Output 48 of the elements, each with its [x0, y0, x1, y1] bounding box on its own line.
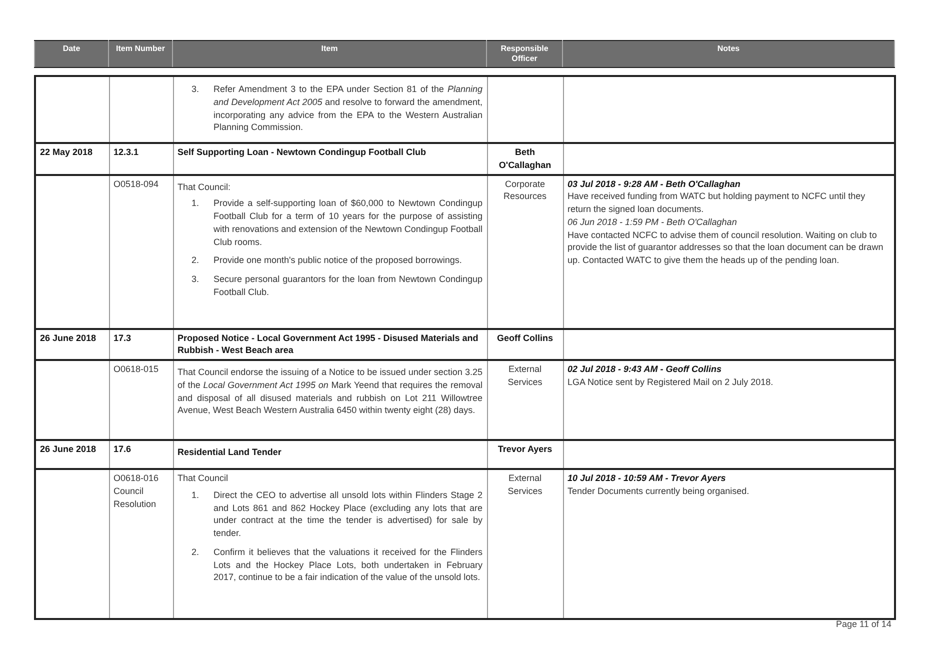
resolution-text: That Council endorse the issuing of a Notice to be issued under section 3.25 of the Local Government Act 1995 on Mark Yeend that requires the removal and disposal of all disused materials and rubbish on Lot 211 Willowtree Avenue, West Beach Western Australia 6450 within twenty eight (28) days. — [178, 366, 482, 418]
officer-name: Geoff Collins — [496, 332, 554, 344]
officer-name: Beth O'Callaghan — [498, 146, 552, 172]
resolution-number: O0618-015 — [114, 363, 160, 376]
list-number: 3. — [190, 83, 200, 96]
page-number: Page 11 of 14 — [836, 619, 892, 629]
resolution-text: Refer Amendment 3 to the EPA under Section 81 of the Planning and Development Act 2005 and resolve to forward the amendment, incorporating any advice from the EPA to the Western Australian Planning Commission. — [214, 83, 482, 134]
item-title: Proposed Notice - Local Government Act 1995 - Disused Materials and Rubbish - West Beach area — [178, 332, 480, 358]
list-number: 1. — [190, 197, 200, 210]
item-number: 12.3.1 — [114, 146, 140, 159]
note-heading: 10 Jul 2018 - 10:59 AM - Trevor Ayers — [568, 472, 727, 485]
list-number: 2. — [190, 254, 200, 268]
item-number: 17.3 — [114, 332, 132, 344]
resolution-text: That Council — [178, 472, 230, 485]
note-text: Have contacted NCFC to advise them of council resolution. Waiting on club to provide the list of guarantor addresses so that the loan document can be drawn up. Contacted WATC to give them the heads up of the pending loan. — [568, 228, 884, 267]
meeting-date: 26 June 2018 — [40, 443, 98, 456]
column-header: Item Number — [108, 40, 172, 68]
meeting-date: 26 June 2018 — [40, 332, 98, 344]
resolution-text: Provide one month's public notice of the proposed borrowings. — [214, 254, 462, 268]
column-header: Item — [172, 40, 486, 68]
department-name: External Services — [506, 472, 544, 498]
note-text: Have received funding from WATC but holding payment to NCFC until they return the signed loan documents. — [568, 190, 866, 216]
resolution-text: Provide a self-supporting loan of $60,000 to Newtown Condingup Football Club for a term of 10 years for the purpose of assisting with renovations and extension of the Newtown Condingup Football Club rooms. — [214, 197, 482, 248]
item-title: Residential Land Tender — [178, 446, 282, 459]
resolution-number: O0518-094 — [114, 178, 160, 190]
resolution-text: That Council: — [178, 180, 232, 194]
item-title: Self Supporting Loan - Newtown Condingup Football Club — [178, 146, 427, 159]
list-number: 2. — [190, 546, 200, 559]
resolution-number: O0618-016 — [114, 472, 160, 485]
list-number: 3. — [190, 273, 200, 286]
column-header: Responsible Officer — [486, 40, 562, 68]
meeting-date: 22 May 2018 — [40, 146, 94, 159]
column-header: Date — [34, 40, 108, 68]
note-text: Tender Documents currently being organised. — [568, 484, 750, 498]
officer-name: Trevor Ayers — [496, 443, 554, 456]
list-number: 1. — [190, 488, 200, 502]
column-header: Notes — [562, 40, 894, 68]
note-text: LGA Notice sent by Registered Mail on 2 July 2018. — [568, 376, 774, 389]
note-heading: 06 Jun 2018 - 1:59 PM - Beth O'Callaghan — [568, 216, 738, 229]
note-heading: 02 Jul 2018 - 9:43 AM - Geoff Collins — [568, 363, 723, 376]
resolution-text: Direct the CEO to advertise all unsold lots within Flinders Stage 2 and Lots 861 and 862 Hockey Place (excluding any lots that are under contract at the time the tender is advertised) for sale by tender. — [214, 488, 482, 540]
note-heading: 03 Jul 2018 - 9:28 AM - Beth O'Callaghan — [568, 178, 742, 190]
resolution-text: Secure personal guarantors for the loan from Newtown Condingup Football Club. — [214, 273, 482, 299]
department-name: External Services — [506, 363, 544, 389]
item-number: 17.6 — [114, 443, 132, 456]
resolution-type: Council Resolution — [114, 484, 158, 510]
resolution-text: Confirm it believes that the valuations it received for the Flinders Lots and the Hockey Place Lots, both undertaken in February 2017, continue to be a fair indication of the value of the unsold lots. — [214, 546, 482, 584]
department-name: Corporate Resources — [502, 178, 548, 204]
